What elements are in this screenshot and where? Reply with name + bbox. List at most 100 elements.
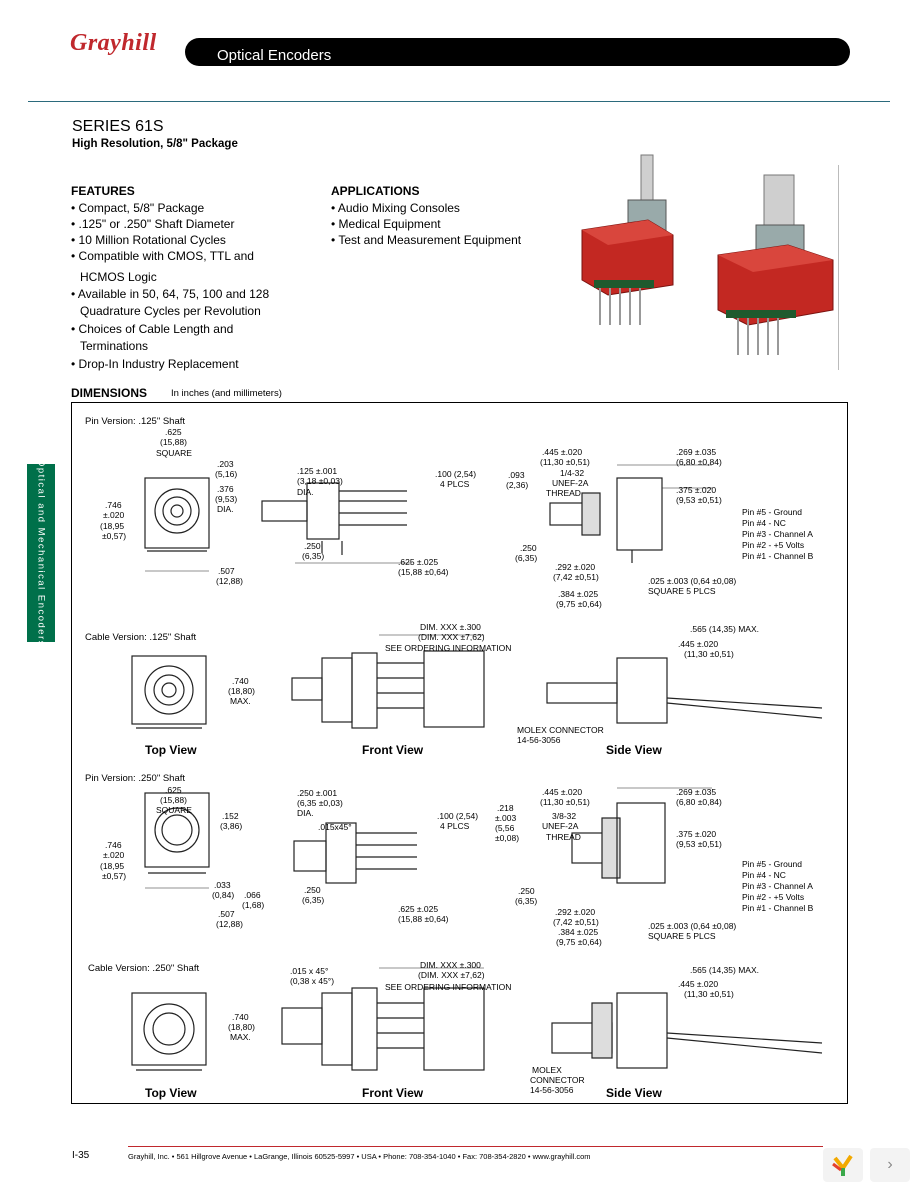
dim-label: .025 ±.003 (0,64 ±0,08) bbox=[648, 921, 737, 931]
dim-label: DIA. bbox=[297, 487, 314, 497]
pinout-item: Pin #3 - Channel A bbox=[742, 881, 813, 891]
dim-label: .015 x 45° bbox=[290, 966, 329, 976]
dim-label: .445 ±.020 bbox=[678, 639, 719, 649]
dim-label: (9,75 ±0,64) bbox=[556, 599, 602, 609]
dim-label: THREAD bbox=[546, 832, 581, 842]
dim-label: (0,38 x 45°) bbox=[290, 976, 335, 986]
dim-label: .625 ±.025 bbox=[398, 904, 439, 914]
dim-label: (6,35 ±0,03) bbox=[297, 798, 343, 808]
dim-label: .152 bbox=[222, 811, 239, 821]
dim-label: (6,35) bbox=[515, 553, 538, 563]
pinout-item: Pin #2 - +5 Volts bbox=[742, 892, 805, 902]
dim-label: .125 ±.001 bbox=[297, 466, 338, 476]
dim-label: DIM. XXX ±.300 bbox=[420, 960, 481, 970]
applications-heading: APPLICATIONS bbox=[331, 184, 420, 198]
dim-label: (11,30 ±0,51) bbox=[684, 649, 734, 659]
dim-label: (5,56 bbox=[495, 823, 515, 833]
dim-label: .375 ±.020 bbox=[676, 485, 717, 495]
dim-label: UNEF-2A bbox=[552, 478, 589, 488]
dimensions-heading: DIMENSIONS bbox=[71, 386, 148, 400]
dim-label: SEE ORDERING INFORMATION bbox=[385, 643, 512, 653]
dim-label: (11,30 ±0,51) bbox=[540, 797, 590, 807]
feature-item: Terminations bbox=[80, 339, 149, 353]
dim-label: .292 ±.020 bbox=[555, 562, 596, 572]
dim-label: (11,30 ±0,51) bbox=[684, 989, 734, 999]
dim-label: 4 PLCS bbox=[440, 821, 470, 831]
dim-label: .376 bbox=[217, 484, 234, 494]
next-page-button[interactable]: › bbox=[870, 1148, 910, 1182]
dim-label: UNEF-2A bbox=[542, 821, 579, 831]
dim-label: MOLEX bbox=[532, 1065, 562, 1075]
dim-label: (15,88 ±0,64) bbox=[398, 914, 449, 924]
front-view-label: Front View bbox=[362, 1086, 424, 1100]
dim-label: .625 ±.025 bbox=[398, 557, 439, 567]
dim-label: (18,95 bbox=[100, 521, 125, 531]
dim-label: (3,86) bbox=[220, 821, 243, 831]
footer-rule bbox=[128, 1146, 823, 1147]
dim-label: (12,88) bbox=[216, 919, 243, 929]
side-view-label: Side View bbox=[606, 1086, 662, 1100]
dim-label: .250 bbox=[518, 886, 535, 896]
dim-label: (15,88) bbox=[160, 795, 187, 805]
photo-divider bbox=[838, 165, 839, 370]
pinout-item: Pin #2 - +5 Volts bbox=[742, 540, 805, 550]
dim-label: .375 ±.020 bbox=[676, 829, 717, 839]
dim-label: (7,42 ±0,51) bbox=[553, 917, 599, 927]
dim-label: .033 bbox=[214, 880, 231, 890]
section-label: Pin Version: .125" Shaft bbox=[85, 416, 186, 427]
dim-label: .565 (14,35) MAX. bbox=[690, 624, 759, 634]
dim-label: 14-56-3056 bbox=[530, 1085, 574, 1095]
dim-label: 1/4-32 bbox=[560, 468, 585, 478]
dim-label: .203 bbox=[217, 459, 234, 469]
application-item: • Test and Measurement Equipment bbox=[331, 233, 522, 247]
dim-label: (7,42 ±0,51) bbox=[553, 572, 599, 582]
dim-label: MAX. bbox=[230, 1032, 251, 1042]
dim-label: (15,88) bbox=[160, 437, 187, 447]
dim-label: .445 ±.020 bbox=[542, 787, 583, 797]
dim-label: MAX. bbox=[230, 696, 251, 706]
header-rule bbox=[28, 101, 890, 102]
page-number: I-35 bbox=[72, 1150, 90, 1161]
dim-label: .250 bbox=[520, 543, 537, 553]
dim-label: (6,80 ±0,84) bbox=[676, 457, 722, 467]
section-tab-label: Optical and Mechanical Encoders bbox=[35, 458, 47, 648]
dim-label: .218 bbox=[497, 803, 514, 813]
top-view-label: Top View bbox=[145, 1086, 197, 1100]
dim-label: .740 bbox=[232, 1012, 249, 1022]
dim-label: (5,16) bbox=[215, 469, 238, 479]
dim-label: .015x45° bbox=[318, 822, 352, 832]
dim-label: .625 bbox=[165, 427, 182, 437]
dim-label: 4 PLCS bbox=[440, 479, 470, 489]
application-item: • Medical Equipment bbox=[331, 217, 441, 231]
dim-label: (6,80 ±0,84) bbox=[676, 797, 722, 807]
dim-label: ±0,57) bbox=[102, 871, 127, 881]
dimensions-box bbox=[71, 402, 848, 1104]
dim-label: (1,68) bbox=[242, 900, 265, 910]
section-label: Cable Version: .125" Shaft bbox=[85, 632, 197, 643]
dim-label: DIM. XXX ±.300 bbox=[420, 622, 481, 632]
dim-label: .384 ±.025 bbox=[558, 589, 599, 599]
dim-label: (6,35) bbox=[302, 895, 325, 905]
dim-label: .025 ±.003 (0,64 ±0,08) bbox=[648, 576, 737, 586]
dim-label: DIA. bbox=[217, 504, 234, 514]
dim-label: .269 ±.035 bbox=[676, 787, 717, 797]
dim-label: ±.020 bbox=[103, 510, 125, 520]
dim-label: ±.003 bbox=[495, 813, 517, 823]
dim-label: THREAD bbox=[546, 488, 581, 498]
series-subtitle: High Resolution, 5/8" Package bbox=[72, 138, 238, 150]
dim-label: (DIM. XXX ±7,62) bbox=[418, 632, 485, 642]
viewer-logo-icon[interactable] bbox=[823, 1148, 863, 1182]
side-view-label: Side View bbox=[606, 743, 662, 757]
dim-label: .740 bbox=[232, 676, 249, 686]
dim-label: .746 bbox=[105, 840, 122, 850]
dim-label: CONNECTOR bbox=[530, 1075, 585, 1085]
section-label: Pin Version: .250" Shaft bbox=[85, 773, 186, 784]
dim-label: (11,30 ±0,51) bbox=[540, 457, 590, 467]
header-bar bbox=[185, 38, 850, 66]
dim-label: ±0,08) bbox=[495, 833, 520, 843]
pinout-item: Pin #3 - Channel A bbox=[742, 529, 813, 539]
footer-address: Grayhill, Inc. • 561 Hillgrove Avenue • … bbox=[128, 1152, 591, 1161]
dim-label: 14-56-3056 bbox=[517, 735, 561, 745]
dim-label: .507 bbox=[218, 566, 235, 576]
dim-label: (18,80) bbox=[228, 1022, 255, 1032]
